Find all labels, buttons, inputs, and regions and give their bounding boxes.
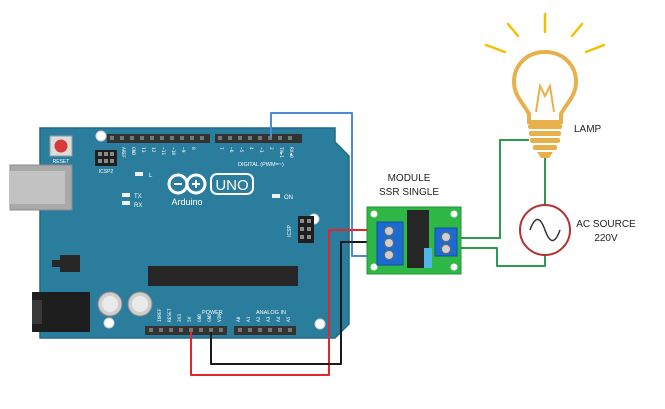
uno-badge — [210, 173, 254, 195]
pin-label-3v3: 3V3 — [177, 314, 183, 322]
pin-label-reset: RESET — [167, 308, 173, 322]
pin-label-9: ~9 — [180, 147, 186, 153]
pin-label-gnd: GND — [130, 147, 136, 155]
ac-source-icon — [519, 204, 571, 256]
pin-label-10: ~10 — [170, 147, 176, 155]
wire-green-lamp — [450, 139, 529, 239]
reset-button[interactable] — [49, 135, 73, 157]
ssr-indicator — [424, 248, 432, 268]
module-label-line1: MODULE — [388, 173, 431, 184]
mounting-hole — [95, 130, 107, 142]
pin-label-12: 12 — [150, 147, 156, 153]
pin-label-vin: VIN — [217, 314, 223, 322]
pin-label-13: 13 — [140, 147, 146, 153]
pin-label-8: 8 — [190, 147, 196, 150]
led-rx-indicator — [122, 201, 130, 205]
brand-label: Arduino — [171, 197, 202, 207]
pin-label-a4: A4 — [276, 316, 282, 322]
capacitor — [127, 291, 153, 317]
pin-label-4: 4 — [248, 147, 254, 150]
led-l-indicator — [135, 172, 143, 176]
digital-header-right — [215, 134, 302, 143]
pin-label-2: 2 — [268, 147, 274, 150]
analog-header-label: ANALOG IN — [256, 310, 286, 316]
led-tx-indicator — [122, 193, 130, 197]
pin-label-3: ~3 — [258, 147, 264, 153]
pin-label-a3: A3 — [266, 316, 272, 322]
capacitor — [97, 291, 123, 317]
lamp-icon — [484, 12, 606, 158]
pin-label-aref: AREF — [120, 147, 126, 158]
mounting-hole — [314, 318, 326, 330]
pin-label-ioref: IOREF — [157, 308, 163, 322]
wire-red-5v — [190, 229, 387, 376]
voltage-regulator — [52, 255, 80, 272]
digital-header-label: DIGITAL (PWM=~) — [238, 162, 284, 168]
pin-label-gnd1: GND — [197, 314, 203, 322]
led-on-label: ON — [284, 195, 293, 201]
reset-label: RESET — [53, 159, 70, 165]
output-terminal-block — [434, 227, 458, 257]
input-terminal-block — [376, 221, 404, 266]
arduino-logo — [167, 173, 207, 195]
pin-label-a5: A5 — [286, 316, 292, 322]
pin-label-6: ~6 — [228, 147, 234, 153]
led-tx-label: TX — [134, 194, 142, 200]
pin-label-5v: 5V — [187, 316, 193, 322]
led-on-indicator — [272, 194, 280, 198]
pin-label-11: ~11 — [160, 147, 166, 155]
icsp2-header — [95, 150, 117, 166]
icsp2-label: ICSP2 — [99, 169, 114, 175]
module-label-line2: SSR SINGLE — [379, 187, 439, 198]
pin-label-rx0: RX◀0 — [288, 147, 294, 158]
wire-blue-signal — [270, 112, 387, 257]
pin-label-a1: A1 — [246, 316, 252, 322]
model-label: UNO — [215, 177, 248, 194]
digital-header-left — [107, 134, 210, 143]
pin-label-gnd2: GND — [207, 314, 213, 322]
icsp-header — [298, 216, 314, 243]
analog-header — [234, 326, 296, 335]
led-l-label: L — [149, 173, 153, 179]
lamp-label: LAMP — [574, 124, 602, 135]
pin-label-tx1: TX▶1 — [278, 147, 284, 158]
ac-source-label-line2: 220V — [594, 233, 618, 244]
pin-label-7: 7 — [218, 147, 224, 150]
ssr-module — [366, 206, 462, 275]
usb-connector — [9, 164, 73, 211]
microcontroller-chip — [148, 266, 298, 286]
ac-source-label-line1: AC SOURCE — [576, 219, 636, 230]
power-jack — [32, 292, 90, 332]
power-header-label: POWER — [202, 310, 223, 316]
led-rx-label: RX — [134, 203, 142, 209]
arduino-uno-board: RESET ICSP2 L TX RX ON UNO — [9, 127, 350, 339]
pin-label-5: ~5 — [238, 147, 244, 153]
power-header — [145, 326, 227, 335]
icsp-label: ICSP — [287, 225, 293, 237]
wire-black-gnd — [210, 241, 387, 365]
wires — [190, 112, 546, 376]
pin-label-a2: A2 — [256, 316, 262, 322]
ssr-chip — [407, 210, 429, 268]
mounting-hole — [103, 317, 115, 329]
wire-green-ac-return — [450, 247, 546, 267]
pin-label-a0: A0 — [236, 316, 242, 322]
